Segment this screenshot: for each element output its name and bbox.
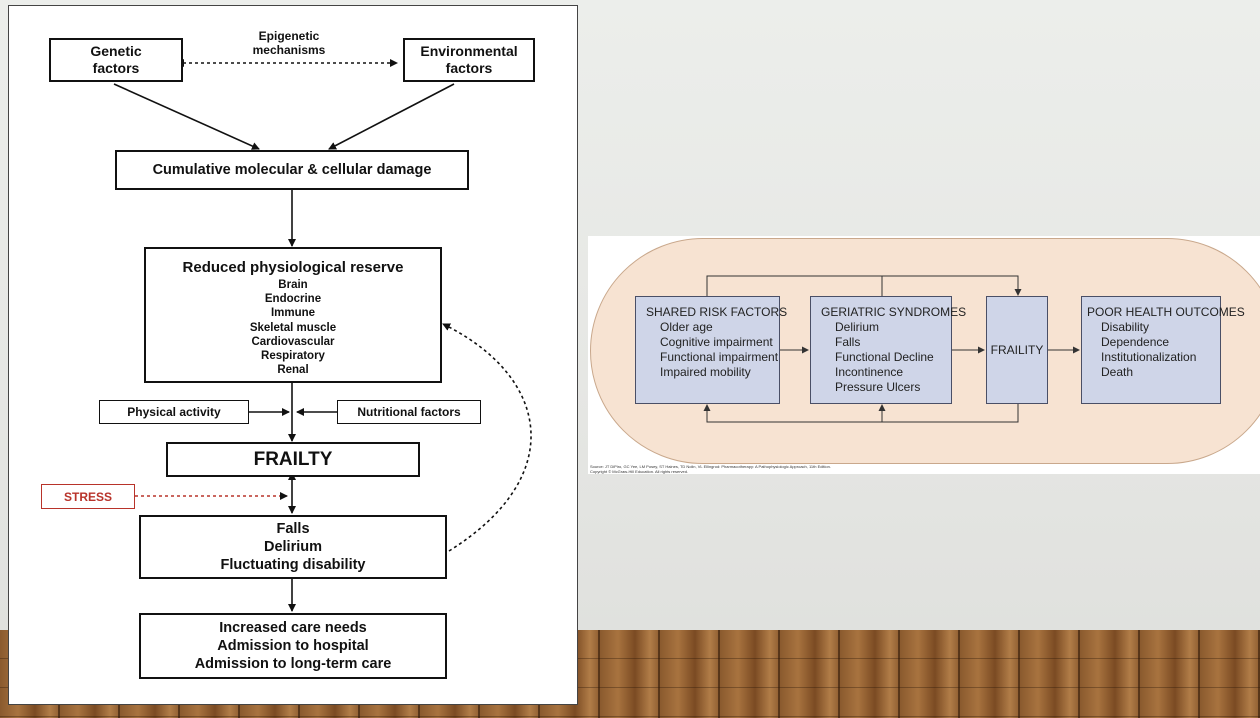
reserve-title: Reduced physiological reserve xyxy=(182,259,404,276)
arrow-environmental-damage xyxy=(328,83,455,150)
arrow-feedback-loop xyxy=(442,323,532,552)
source-line-1: Source: JT DiPiro, GC Yee, LM Posey, ST … xyxy=(590,464,831,469)
shared-risk-title: SHARED RISK FACTORS xyxy=(646,305,788,319)
poor-health-outcomes-box: POOR HEALTH OUTCOMES Disability Dependen… xyxy=(1081,296,1245,404)
shared-item-cognitive: Cognitive impairment xyxy=(660,335,773,349)
physical-activity-box: Physical activity xyxy=(99,400,249,424)
environmental-line-2: factors xyxy=(445,60,493,76)
arrow-top-loop xyxy=(706,275,1022,296)
geriatric-item-functional-decline: Functional Decline xyxy=(835,350,934,364)
care-needs-box: Increased care needs Admission to hospit… xyxy=(139,613,447,679)
frailty-label: FRAILITY xyxy=(990,342,1044,357)
reserve-item-respiratory: Respiratory xyxy=(261,350,325,363)
geriatric-item-pressure-ulcers: Pressure Ulcers xyxy=(835,380,921,394)
frailty-box: FRAILTY xyxy=(166,442,420,477)
shared-risk-factors-box: SHARED RISK FACTORS Older age Cognitive … xyxy=(635,296,788,404)
poor-item-disability: Disability xyxy=(1101,320,1150,334)
geriatric-title: GERIATRIC SYNDROMES xyxy=(821,305,967,319)
geriatric-syndromes-box: GERIATRIC SYNDROMES Delirium Falls Funct… xyxy=(810,296,967,404)
environmental-factors-box: Environmental factors xyxy=(403,38,535,82)
cumulative-damage-box: Cumulative molecular & cellular damage xyxy=(115,150,469,190)
reserve-item-endocrine: Endocrine xyxy=(264,293,322,306)
outcome-fluctuating-disability: Fluctuating disability xyxy=(220,557,366,573)
care-admission-hospital: Admission to hospital xyxy=(217,638,369,654)
environmental-line-1: Environmental xyxy=(420,43,518,59)
source-line-2: Copyright © McGraw-Hill Education. All r… xyxy=(590,469,689,474)
reserve-item-cardiovascular: Cardiovascular xyxy=(251,335,335,348)
epigenetic-line-1: Epigenetic xyxy=(258,29,320,43)
source-citation: Source: JT DiPiro, GC Yee, LM Posey, ST … xyxy=(590,464,831,474)
left-diagram-arrows xyxy=(113,59,532,612)
stress-label: STRESS xyxy=(63,489,112,504)
reserve-item-skeletal-muscle: Skeletal muscle xyxy=(249,321,337,334)
falls-delirium-box: Falls Delirium Fluctuating disability xyxy=(139,515,447,579)
genetic-line-2: factors xyxy=(92,60,140,76)
shared-item-older-age: Older age xyxy=(660,320,713,334)
arrow-genetic-damage xyxy=(113,83,260,150)
epigenetic-line-2: mechanisms xyxy=(252,43,326,57)
frailty-pathway-diagram: Genetic factors Epigenetic mechanisms En… xyxy=(8,5,578,705)
outcome-falls: Falls xyxy=(276,521,310,537)
nutritional-label: Nutritional factors xyxy=(357,405,461,419)
geriatric-item-delirium: Delirium xyxy=(835,320,880,334)
poor-item-death: Death xyxy=(1101,365,1134,379)
outcome-delirium: Delirium xyxy=(263,539,322,555)
frailty-label: FRAILTY xyxy=(253,448,333,470)
frailty-box: FRAILITY xyxy=(986,296,1048,404)
reserve-item-immune: Immune xyxy=(270,307,316,320)
care-increased-needs: Increased care needs xyxy=(219,620,367,636)
nutritional-factors-box: Nutritional factors xyxy=(337,400,481,424)
shared-item-mobility: Impaired mobility xyxy=(660,365,751,379)
poor-item-institutionalization: Institutionalization xyxy=(1101,350,1197,364)
arrow-bottom-loop xyxy=(703,404,1019,423)
epigenetic-label: Epigenetic mechanisms xyxy=(224,29,354,57)
geriatric-item-falls: Falls xyxy=(835,335,861,349)
geriatric-syndromes-diagram: SHARED RISK FACTORS Older age Cognitive … xyxy=(588,236,1260,474)
poor-outcomes-title: POOR HEALTH OUTCOMES xyxy=(1087,305,1245,319)
genetic-line-1: Genetic xyxy=(90,43,142,59)
shared-item-functional: Functional impairment xyxy=(660,350,779,364)
reserve-item-brain: Brain xyxy=(278,279,308,291)
poor-item-dependence: Dependence xyxy=(1101,335,1170,349)
reserve-item-renal: Renal xyxy=(277,364,309,377)
care-admission-long-term: Admission to long-term care xyxy=(194,656,392,672)
reduced-reserve-box: Reduced physiological reserve Brain Endo… xyxy=(144,247,442,383)
damage-label: Cumulative molecular & cellular damage xyxy=(152,162,432,178)
physical-activity-label: Physical activity xyxy=(127,405,221,419)
stress-box: STRESS xyxy=(41,484,135,509)
right-diagram-arrows xyxy=(703,275,1080,423)
geriatric-item-incontinence: Incontinence xyxy=(835,365,904,379)
genetic-factors-box: Genetic factors xyxy=(49,38,183,82)
